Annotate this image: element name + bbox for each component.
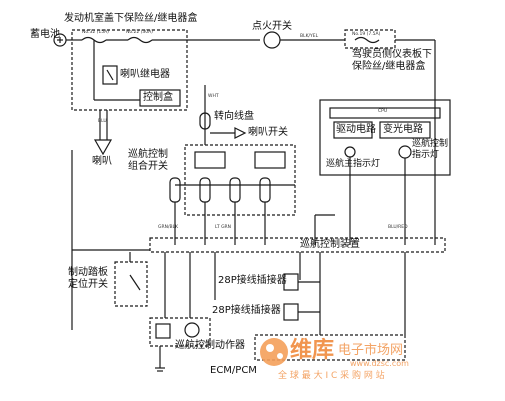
steering-reel-label: 转向线盘 <box>214 111 254 122</box>
cruise-combo-label-2: 组合开关 <box>128 161 168 172</box>
light-circuit-label: 变光电路 <box>383 124 423 135</box>
engine-fuse-box-outline <box>71 29 188 111</box>
connector-28p-bottom-label: 28P接线插接器 <box>212 305 281 316</box>
drive-circuit-box <box>333 121 373 139</box>
cruise-combo-label-1: 巡航控制 <box>128 149 168 160</box>
ignition-switch-symbol <box>263 31 281 49</box>
control-box-outline <box>139 89 181 107</box>
cruise-control-unit-label: 巡航控制装置 <box>300 239 360 250</box>
cruise-control-indicator-lamp <box>398 145 412 159</box>
wire-lt-grn-label: LT GRN <box>215 225 232 230</box>
cruise-control-unit-bar <box>149 237 446 253</box>
fuse-no22-label: No.22 (30A) <box>126 30 153 35</box>
cruise-ctrl-indicator-label-1: 巡航控制 <box>412 139 449 149</box>
drive-circuit-label: 驱动电路 <box>336 124 376 135</box>
steering-reel-symbol <box>199 112 211 130</box>
fuse-no22 <box>127 36 153 44</box>
light-circuit-box <box>379 121 431 139</box>
ignition-switch-label: 点火开关 <box>252 21 292 32</box>
horn-switch-arrow <box>234 127 247 139</box>
indicator-panel-outline <box>319 99 451 176</box>
watermark-slogan: 全 球 最 大 I C 采 购 网 站 <box>278 371 385 381</box>
cruise-actuator-outline <box>149 317 211 347</box>
horn-switch-label: 喇叭开关 <box>248 127 288 138</box>
cruise-main-indicator-label: 巡航主指示灯 <box>326 159 381 169</box>
dash-fuse-box-label-2: 保险丝/继电器盒 <box>352 61 426 72</box>
cruise-main-indicator-lamp <box>344 146 356 158</box>
cruise-combo-switch-outline <box>184 144 296 216</box>
brake-pedal-switch-label-2: 定位开关 <box>68 279 108 290</box>
horn-relay-label: 喇叭继电器 <box>120 69 170 80</box>
watermark-url: www.dzsc.com <box>350 359 409 368</box>
connector-28p-bottom <box>283 303 299 321</box>
dash-fuse-box-label-1: 驾驶员侧仪表板下 <box>352 49 432 60</box>
actuator-motor-symbol <box>184 322 200 338</box>
wire-blu-red-label: BLU/RED <box>388 225 408 230</box>
watermark-brand: 维库 <box>290 338 335 363</box>
engine-fuse-box-label: 发动机室盖下保险丝/继电器盒 <box>64 13 198 24</box>
dash-fuse-box-outline <box>344 29 396 49</box>
fuse-no19-label: No.19 (7.5A) <box>352 32 381 37</box>
fuse-no19 <box>354 36 380 44</box>
horn-label: 喇叭 <box>92 156 112 167</box>
ecm-pcm-outline <box>254 334 406 361</box>
wire-blu-label: BLU <box>98 119 107 124</box>
actuator-label: 巡航控制动作器 <box>175 340 245 351</box>
battery-label: 蓄电池 <box>30 29 60 40</box>
wire-blk-yel-label: BLK/YEL <box>300 34 319 39</box>
control-box-label: 控制盒 <box>143 92 173 103</box>
wire-wht-label: WHT <box>208 94 219 99</box>
fuse-no32-label: No.32 (15A) <box>82 30 109 35</box>
horn-symbol <box>93 139 113 156</box>
wire-grn-label: GRN/BLK <box>158 225 179 230</box>
cpu-label: CPU <box>378 109 388 114</box>
cruise-ctrl-indicator-label-2: 指示灯 <box>412 150 440 160</box>
ecm-pcm-label: ECM/PCM <box>210 365 257 376</box>
horn-relay-symbol <box>102 65 118 85</box>
brake-pedal-switch-outline <box>114 261 148 307</box>
watermark-logo <box>260 338 288 366</box>
brake-pedal-switch-label-1: 制动踏板 <box>68 267 108 278</box>
connector-28p-top-label: 28P接线插接器 <box>218 275 287 286</box>
watermark-site: 电子市场网 <box>338 343 404 358</box>
cpu-block <box>329 107 441 119</box>
